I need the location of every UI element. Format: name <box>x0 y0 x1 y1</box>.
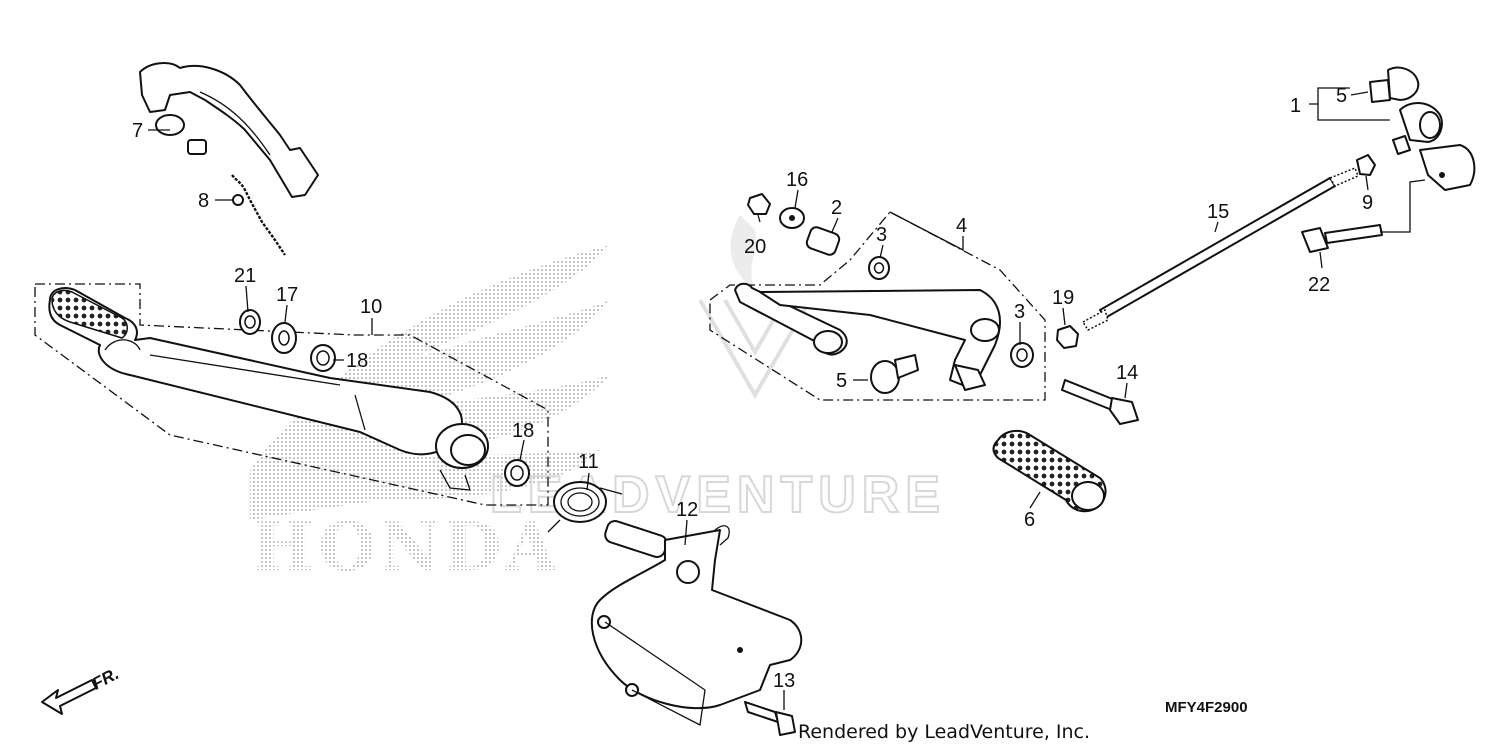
honda-wing-emblem: HONDA <box>250 245 610 586</box>
label-part-5a: 5 <box>1336 85 1347 107</box>
nut-20 <box>747 193 771 215</box>
honda-logo-text: HONDA <box>252 508 561 586</box>
seal-18a <box>310 344 336 372</box>
gearshift-arm <box>734 282 1001 391</box>
front-direction-arrow: FR. <box>41 664 122 715</box>
shift-rod <box>1081 167 1359 331</box>
label-part-3a: 3 <box>876 224 887 246</box>
label-part-18b: 18 <box>512 420 534 442</box>
nut-19 <box>1056 325 1079 349</box>
callout-lines <box>148 87 1426 710</box>
label-part-18a: 18 <box>346 350 368 372</box>
label-part-1: 1 <box>1290 95 1301 117</box>
label-part-16: 16 <box>786 169 808 191</box>
label-part-17: 17 <box>276 284 298 306</box>
seal-18b <box>504 459 530 487</box>
label-part-11: 11 <box>578 451 599 473</box>
washer-17 <box>271 322 297 354</box>
part-labels: 7 8 21 17 18 10 18 11 12 13 20 16 2 3 4 … <box>132 85 1373 692</box>
label-part-13: 13 <box>773 670 795 692</box>
label-part-8: 8 <box>198 190 209 212</box>
shift-joint-assembly <box>1369 66 1476 191</box>
washer-16 <box>779 207 805 229</box>
shift-peg-rubber <box>992 429 1107 513</box>
label-part-22: 22 <box>1308 274 1330 296</box>
nut-9 <box>1356 154 1376 176</box>
label-part-20: 20 <box>744 236 766 258</box>
label-part-14: 14 <box>1116 362 1138 384</box>
seal-3-upper <box>868 256 890 280</box>
label-part-7: 7 <box>132 120 143 142</box>
bolt-22 <box>1301 224 1383 253</box>
diagram-code: MFY4F2900 <box>1165 699 1248 716</box>
label-part-9: 9 <box>1362 192 1373 214</box>
return-spring <box>547 481 623 533</box>
clip-21 <box>239 309 261 335</box>
rod-end-5-lower <box>870 354 919 394</box>
collar-2 <box>805 226 841 256</box>
label-part-15: 15 <box>1207 201 1229 223</box>
label-part-12: 12 <box>676 499 698 521</box>
label-part-2: 2 <box>831 197 842 219</box>
seal-3-lower <box>1010 342 1034 368</box>
label-part-4: 4 <box>956 215 967 237</box>
bolt-13 <box>744 701 796 736</box>
label-part-21: 21 <box>234 265 256 287</box>
brake-pedal <box>48 287 489 491</box>
label-part-6: 6 <box>1024 509 1035 531</box>
label-part-10: 10 <box>360 296 382 318</box>
pedal-assembly-frame <box>34 283 549 506</box>
pedal-bracket <box>590 520 803 726</box>
switch-spring <box>231 174 286 256</box>
shift-arm-frame <box>709 211 1046 401</box>
label-part-19: 19 <box>1052 287 1074 309</box>
bolt-14 <box>1061 379 1139 425</box>
label-part-3b: 3 <box>1014 301 1025 323</box>
render-credit: Rendered by LeadVenture, Inc. <box>798 721 1090 743</box>
label-part-5b: 5 <box>836 370 847 392</box>
brake-light-switch <box>139 62 319 198</box>
